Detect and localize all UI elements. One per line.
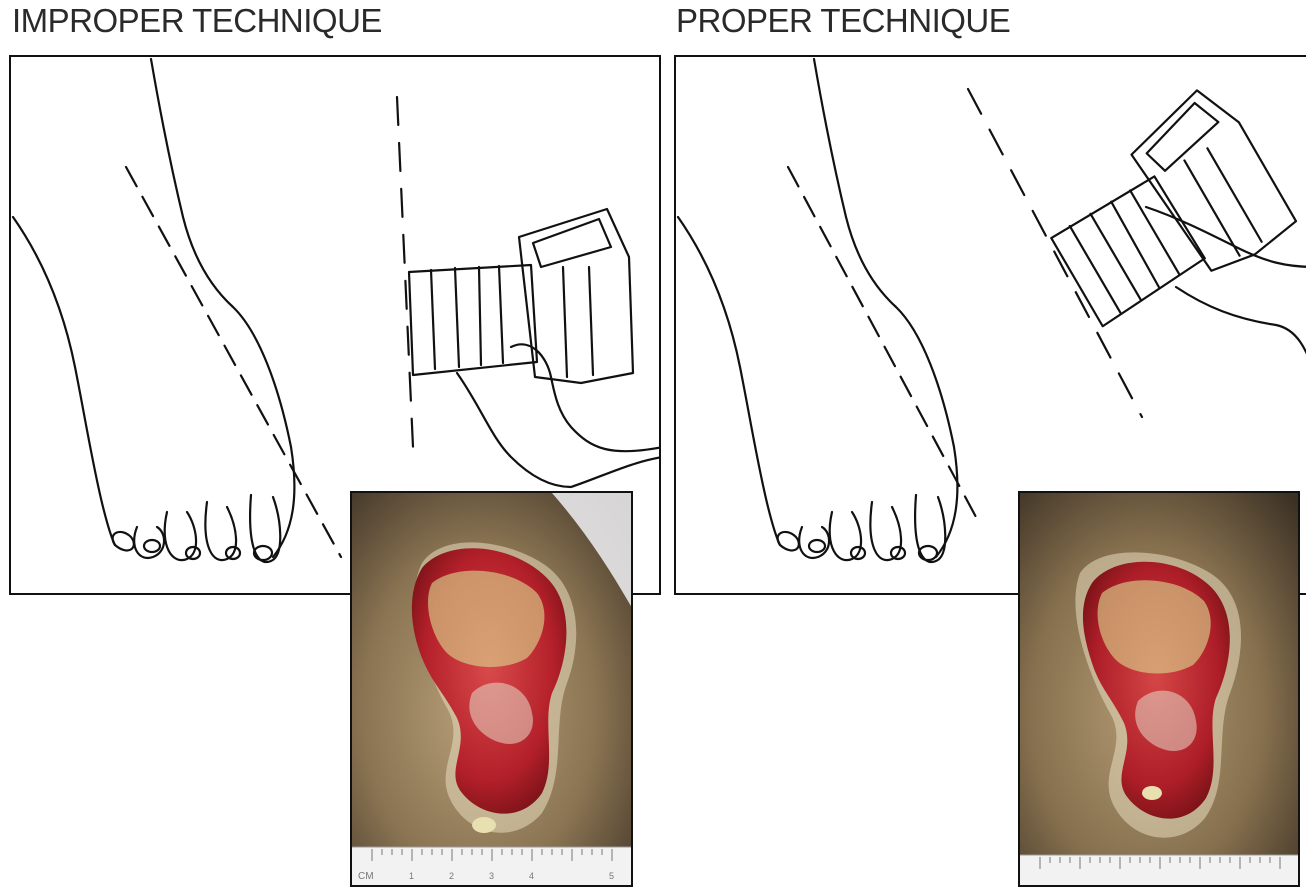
foot-outline xyxy=(814,59,957,557)
hand-icon xyxy=(457,344,661,487)
toes xyxy=(113,495,281,562)
wound-image: CM 1 2 3 4 5 xyxy=(352,493,633,887)
camera-icon xyxy=(1022,78,1301,335)
toes xyxy=(778,495,946,562)
proper-technique-title: PROPER TECHNIQUE xyxy=(676,2,1010,40)
improper-technique-title: IMPROPER TECHNIQUE xyxy=(12,2,382,40)
foot-outline xyxy=(151,59,294,557)
foot-back-outline xyxy=(678,217,780,545)
ruler-tick-label: 1 xyxy=(409,871,414,881)
wound-plane-line xyxy=(788,167,976,517)
measuring-ruler: CM 1 2 3 4 5 xyxy=(352,847,633,887)
ruler-tick-label: 5 xyxy=(609,871,614,881)
wound-photo-proper xyxy=(1018,491,1300,887)
ruler-tick-label: 4 xyxy=(529,871,534,881)
wound-photo-improper: CM 1 2 3 4 5 xyxy=(350,491,633,887)
wound-plane-line xyxy=(126,167,341,557)
wound-image xyxy=(1020,493,1300,887)
ruler-tick-label: 3 xyxy=(489,871,494,881)
camera-plane-line xyxy=(968,89,1142,417)
ruler-tick-label: 2 xyxy=(449,871,454,881)
ruler-unit-label: CM xyxy=(358,871,374,882)
camera-icon xyxy=(409,209,633,383)
foot-back-outline xyxy=(13,217,115,545)
measuring-ruler xyxy=(1020,855,1300,887)
